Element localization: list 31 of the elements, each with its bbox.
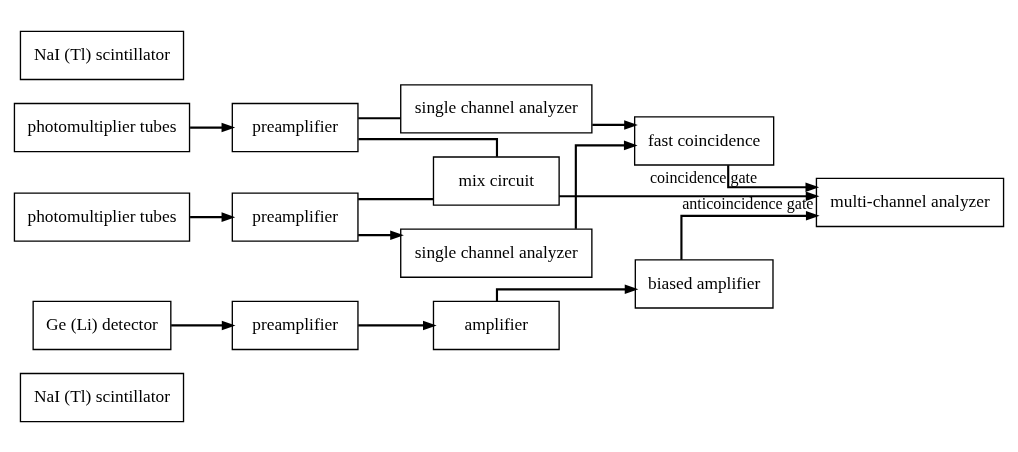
node-box: photomultiplier tubes [13, 102, 191, 152]
arrow [559, 190, 820, 201]
node-box: preamplifier [231, 102, 359, 152]
connector [358, 197, 434, 200]
node-box: photomultiplier tubes [13, 191, 191, 242]
connector [358, 137, 499, 157]
connector [358, 116, 401, 119]
arrow [171, 320, 236, 330]
node-box: NaI (Tl) scintillator [19, 30, 185, 80]
node-box: mix circuit [432, 155, 560, 206]
edge-label: anticoincidence gate [682, 194, 814, 212]
node-box: biased amplifier [634, 258, 774, 309]
edge-label: coincidence gate [649, 168, 758, 186]
arrow [358, 229, 404, 240]
node-box: amplifier [432, 300, 560, 350]
node-box: fast coincidence [634, 115, 775, 166]
node-box: single channel analyzer [400, 228, 593, 278]
node-box: preamplifier [231, 191, 359, 242]
arrow [495, 284, 639, 301]
node-box: single channel analyzer [400, 83, 593, 134]
node-box: Ge (Li) detector [32, 300, 172, 350]
node-box: preamplifier [231, 300, 359, 350]
arrow [574, 140, 638, 229]
arrow [358, 320, 437, 330]
arrow [190, 122, 236, 132]
arrow [592, 119, 638, 130]
arrow [727, 164, 820, 192]
arrow [680, 210, 820, 260]
node-box: multi-channel analyzer [815, 177, 1005, 227]
arrow [190, 211, 236, 222]
node-box: NaI (Tl) scintillator [19, 372, 185, 422]
